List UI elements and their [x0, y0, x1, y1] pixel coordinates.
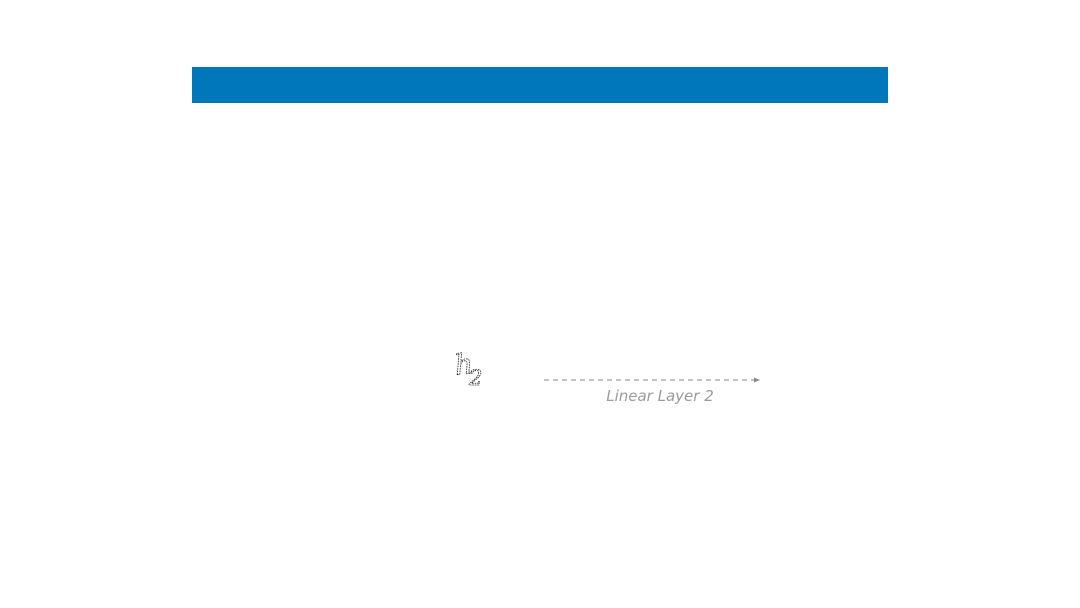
h2-symbol-subscript: 2 — [468, 366, 482, 390]
arrow-head-icon — [754, 377, 760, 383]
edge-label: Linear Layer 2 — [606, 387, 714, 405]
title-bar — [192, 67, 888, 103]
h2-symbol: h 2 — [453, 348, 483, 390]
dashed-arrow — [544, 377, 760, 383]
h2-symbol-base: h — [453, 348, 474, 382]
